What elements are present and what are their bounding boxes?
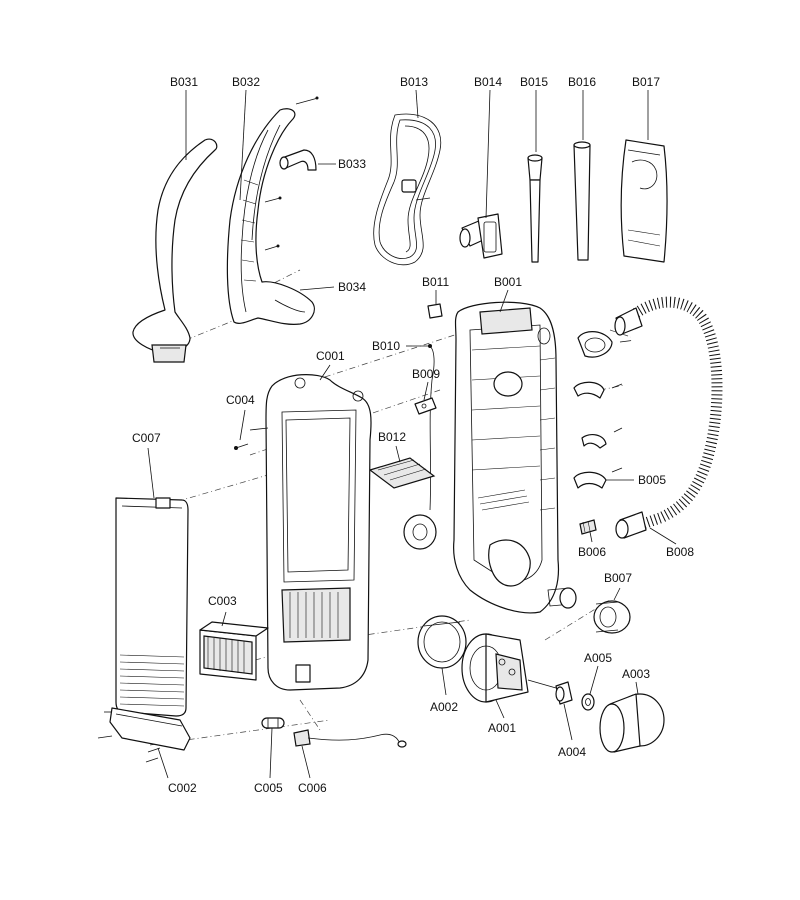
callout-c006: C006 xyxy=(298,781,327,795)
part-b015-wand xyxy=(527,154,543,263)
part-a005-bushing xyxy=(581,693,595,711)
part-b008-hose xyxy=(614,296,723,539)
part-b005-clips xyxy=(573,331,637,489)
callout-a002: A002 xyxy=(430,700,458,714)
callout-leaders xyxy=(147,89,677,779)
callout-b009: B009 xyxy=(412,367,440,381)
part-a001-motor xyxy=(461,633,557,703)
callout-b034: B034 xyxy=(338,280,366,294)
part-a003-sleeve xyxy=(599,693,665,753)
callout-b017: B017 xyxy=(632,75,660,89)
callout-c002: C002 xyxy=(168,781,197,795)
callout-b010: B010 xyxy=(372,339,400,353)
callout-c003: C003 xyxy=(208,594,237,608)
part-b017-dust-bag xyxy=(620,139,668,263)
callout-b012: B012 xyxy=(378,430,406,444)
part-c007-filter-cover xyxy=(115,497,189,717)
part-wheel xyxy=(403,514,437,550)
leader-b034 xyxy=(299,286,335,291)
callout-b001: B001 xyxy=(494,275,522,289)
callout-b014: B014 xyxy=(474,75,502,89)
part-b009-plate xyxy=(414,397,437,415)
part-b033-hook xyxy=(279,149,317,171)
callout-c007: C007 xyxy=(132,431,161,445)
callout-labels: B031 B032 B033 B034 B013 B014 B015 B016 … xyxy=(132,75,694,795)
part-c001-front-cover xyxy=(249,374,372,691)
part-b011-clip xyxy=(427,303,443,319)
callout-b016: B016 xyxy=(568,75,596,89)
callout-a005: A005 xyxy=(584,651,612,665)
callout-b006: B006 xyxy=(578,545,606,559)
callout-b033: B033 xyxy=(338,157,366,171)
part-b006-nozzle xyxy=(579,519,597,535)
part-c002-base-cover xyxy=(97,707,191,763)
callout-b013: B013 xyxy=(400,75,428,89)
part-b031-handle-grip xyxy=(132,138,218,363)
part-b007-ring xyxy=(593,600,631,634)
part-b014-brush-tool xyxy=(459,213,503,259)
callout-a004: A004 xyxy=(558,745,586,759)
callout-b015: B015 xyxy=(520,75,548,89)
callout-b007: B007 xyxy=(604,571,632,585)
part-b001-main-housing xyxy=(453,301,577,614)
part-b032-handle-frame xyxy=(226,96,319,325)
part-b010-switch-wire xyxy=(412,344,435,511)
part-c006-connector xyxy=(293,729,407,748)
callout-c001: C001 xyxy=(316,349,345,363)
part-c005-fuse xyxy=(261,717,285,729)
part-a004-coupling xyxy=(555,681,573,705)
callout-b005: B005 xyxy=(638,473,666,487)
callout-c005: C005 xyxy=(254,781,283,795)
part-c003-filter xyxy=(199,621,269,681)
callout-a001: A001 xyxy=(488,721,516,735)
callout-c004: C004 xyxy=(226,393,255,407)
part-c004-screw xyxy=(234,443,249,450)
part-b016-extension-tube xyxy=(573,141,591,261)
callout-b008: B008 xyxy=(666,545,694,559)
callout-b031: B031 xyxy=(170,75,198,89)
part-b012-filter-pad xyxy=(368,457,436,489)
part-b013-power-cord xyxy=(373,113,442,266)
callout-b032: B032 xyxy=(232,75,260,89)
callout-b011: B011 xyxy=(422,275,449,289)
part-a002-ring xyxy=(417,615,467,669)
callout-a003: A003 xyxy=(622,667,650,681)
